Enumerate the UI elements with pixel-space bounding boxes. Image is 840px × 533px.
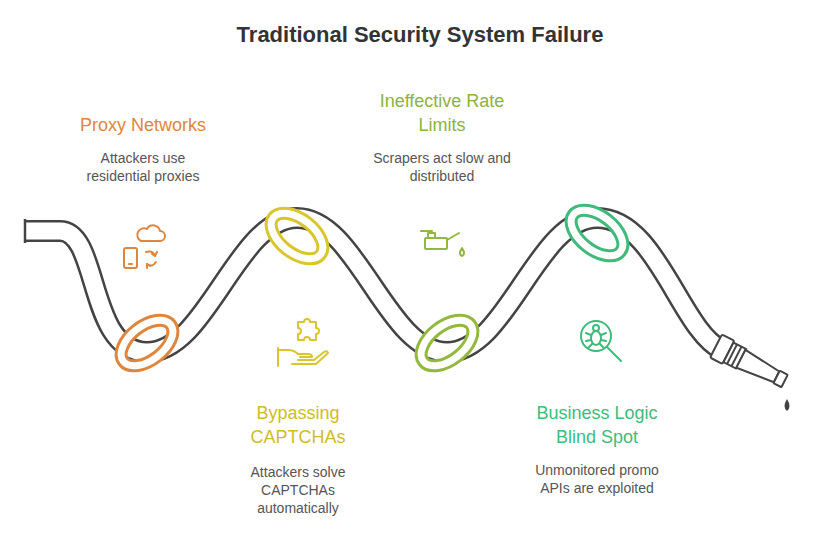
- diagram-title: Traditional Security System Failure: [0, 20, 840, 50]
- step-callout: Bypassing CAPTCHAsAttackers solve CAPTCH…: [233, 401, 363, 517]
- proxy-icon: [124, 225, 165, 268]
- knot-orange: [113, 311, 181, 375]
- hose-nozzle: [710, 334, 790, 392]
- step-callout: Business Logic Blind SpotUnmonitored pro…: [522, 401, 672, 497]
- step-description: Attackers solve CAPTCHAs automatically: [241, 463, 356, 517]
- step-callout: Proxy NetworksAttackers use residential …: [53, 113, 233, 185]
- hose-end: [24, 219, 27, 243]
- step-heading: Business Logic Blind Spot: [522, 401, 672, 449]
- step-description: Unmonitored promo APIs are exploited: [527, 461, 667, 497]
- rate-limit-icon: [421, 231, 464, 256]
- step-heading: Bypassing CAPTCHAs: [233, 401, 363, 449]
- knot-green: [563, 201, 631, 265]
- step-heading: Ineffective Rate Limits: [367, 89, 517, 137]
- water-drop: [785, 399, 790, 411]
- step-description: Attackers use residential proxies: [76, 149, 211, 185]
- step-heading: Proxy Networks: [53, 113, 233, 137]
- step-description: Scrapers act slow and distributed: [362, 149, 522, 185]
- step-callout: Ineffective Rate LimitsScrapers act slow…: [362, 89, 522, 185]
- knot-yellow: [263, 204, 331, 268]
- captcha-icon: [278, 319, 328, 366]
- bug-icon: [581, 321, 621, 361]
- knot-olive: [413, 311, 481, 375]
